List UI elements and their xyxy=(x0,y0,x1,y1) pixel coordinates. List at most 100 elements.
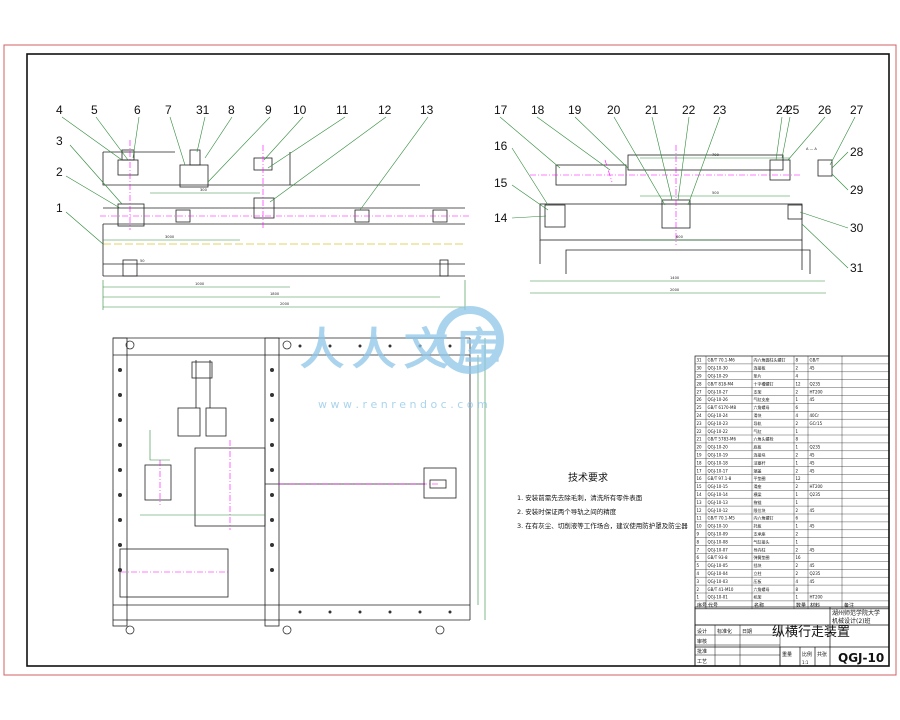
front-view-left xyxy=(102,149,465,277)
parts-table-cell: 1 xyxy=(796,524,799,529)
parts-table-cell: 45 xyxy=(810,563,816,568)
parts-table-cell: 45 xyxy=(810,579,816,584)
parts-table-cell: QGJ-10-01 xyxy=(708,595,729,600)
section-mark: A — A xyxy=(806,147,817,151)
parts-table-cell: QGJ-10-22 xyxy=(708,429,729,434)
callout-label: 2 xyxy=(56,165,63,179)
parts-table-cell: 机架 xyxy=(754,594,762,600)
parts-table-cell: 滑块 xyxy=(754,412,762,418)
parts-table-cell: QGJ-10-07 xyxy=(708,547,729,552)
parts-table-cell: GB/T 41-M10 xyxy=(708,587,734,592)
parts-table-cell: GB/T 5783-M6 xyxy=(708,437,737,442)
parts-table-cell: 17 xyxy=(697,468,703,473)
parts-table-cell: 2 xyxy=(796,547,799,552)
parts-table-cell: 8 xyxy=(697,539,700,544)
parts-table-cell: 2 xyxy=(796,484,799,489)
parts-table-cell: GCr15 xyxy=(810,421,823,426)
parts-table-cell: 平垫圈 xyxy=(754,475,766,481)
parts-table-header: 数量 xyxy=(796,602,806,609)
parts-table-cell: QGJ-10-27 xyxy=(708,389,729,394)
parts-table-cell: QGJ-10-14 xyxy=(708,492,729,497)
parts-table-cell: 24 xyxy=(697,413,703,418)
parts-table-cell: GB/T 70.1-M5 xyxy=(708,516,736,521)
parts-table-cell: 六角螺母 xyxy=(754,586,770,592)
watermark-logo xyxy=(436,306,504,374)
callout-label: 15 xyxy=(494,176,508,190)
parts-table-cell: Q235 xyxy=(810,571,821,576)
parts-table-cell: 6 xyxy=(697,555,700,560)
dim-text: 3000 xyxy=(165,235,175,239)
parts-table-cell: QGJ-10-23 xyxy=(708,421,729,426)
dim-text: 50 xyxy=(140,259,145,263)
parts-table-cell: HT200 xyxy=(810,595,824,600)
parts-table-cell: QGJ-10-03 xyxy=(708,579,729,584)
callout-label: 29 xyxy=(850,183,864,197)
parts-table-cell: 1 xyxy=(796,445,799,450)
dim-text: 2000 xyxy=(670,288,680,292)
callout-label: 3 xyxy=(56,134,63,148)
callout-label: 31 xyxy=(850,261,864,275)
parts-table-cell: 18 xyxy=(697,460,703,465)
parts-table-cell: 2 xyxy=(796,571,799,576)
callout-label: 27 xyxy=(850,103,864,117)
parts-table-cell: 5 xyxy=(697,563,700,568)
dim-text: 500 xyxy=(712,191,720,195)
parts-table-cell: 45 xyxy=(810,547,816,552)
parts-table-cell: QGJ-10-20 xyxy=(708,445,729,450)
parts-table-cell: 底板 xyxy=(754,444,762,450)
callout-label: 5 xyxy=(91,103,98,117)
callout-label: 19 xyxy=(568,103,582,117)
parts-table-cell: 8 xyxy=(796,358,799,363)
centerlines-left xyxy=(100,140,470,230)
parts-table-cell: 1 xyxy=(796,500,799,505)
parts-table-cell: 15 xyxy=(697,484,703,489)
parts-table-cell: 12 xyxy=(796,476,802,481)
parts-table-cell: 4 xyxy=(796,374,799,379)
parts-table-cell: HT200 xyxy=(810,484,824,489)
parts-table-cell: 4 xyxy=(796,413,799,418)
dim-text: 1400 xyxy=(670,276,680,280)
callout-label: 11 xyxy=(336,103,349,117)
callout-label: 16 xyxy=(494,139,508,153)
callout-label: 9 xyxy=(265,103,272,117)
parts-table-cell: QGJ-10-24 xyxy=(708,413,729,418)
parts-table-cell: 21 xyxy=(697,437,703,442)
plan-corner-marks xyxy=(125,340,445,635)
parts-table-cell: 1 xyxy=(796,595,799,600)
parts-table-cell: 12 xyxy=(697,508,703,513)
parts-table-cell: 连接块 xyxy=(754,452,766,458)
parts-table-cell: 内六角圆柱头螺钉 xyxy=(754,357,786,363)
leaders-left xyxy=(61,116,429,245)
callout-label: 18 xyxy=(531,103,545,117)
parts-table-cell: 8 xyxy=(796,437,799,442)
parts-table-cell: 垫片 xyxy=(754,373,762,379)
parts-table-cell: 气缸 xyxy=(754,428,762,434)
callout-label: 12 xyxy=(378,103,392,117)
centerlines-right xyxy=(530,145,800,245)
dim-text: 700 xyxy=(712,153,720,157)
parts-table-cell: 2 xyxy=(796,508,799,513)
tech-note-item: 3. 在有灰尘、切削液等工作场合，建议使用防护罩及防尘器 xyxy=(517,521,688,530)
sign-label: 标准化 xyxy=(717,628,732,635)
parts-table-cell: 2 xyxy=(796,421,799,426)
plan-dims xyxy=(140,338,486,620)
parts-table-cell: 45 xyxy=(810,508,816,513)
sign-label: 日期 xyxy=(742,629,752,635)
parts-table-cell: QGJ-10-19 xyxy=(708,453,729,458)
callout-label: 28 xyxy=(850,145,864,159)
callout-label: 26 xyxy=(818,103,832,117)
parts-table-cell: 1 xyxy=(796,539,799,544)
parts-table-cell: 6 xyxy=(796,405,799,410)
tech-note-item: 2. 安装时保证两个导轨之间的精度 xyxy=(517,507,617,516)
parts-table-cell: 30 xyxy=(697,366,703,371)
callout-label: 13 xyxy=(420,103,434,117)
parts-table-cell: 六角头螺栓 xyxy=(754,436,774,442)
parts-table-cell: Q235 xyxy=(810,492,821,497)
parts-table-header: 序号 xyxy=(697,602,707,609)
callouts-left: 4 5 6 7 31 8 9 10 11 12 13 3 2 1 xyxy=(56,103,434,215)
parts-table-cell: GB/T 70.1-M6 xyxy=(708,358,736,363)
parts-table-cell: 45 xyxy=(810,453,816,458)
class-name: 机械设计(2)班 xyxy=(832,617,871,625)
parts-table-cell: QGJ-10-04 xyxy=(708,571,729,576)
